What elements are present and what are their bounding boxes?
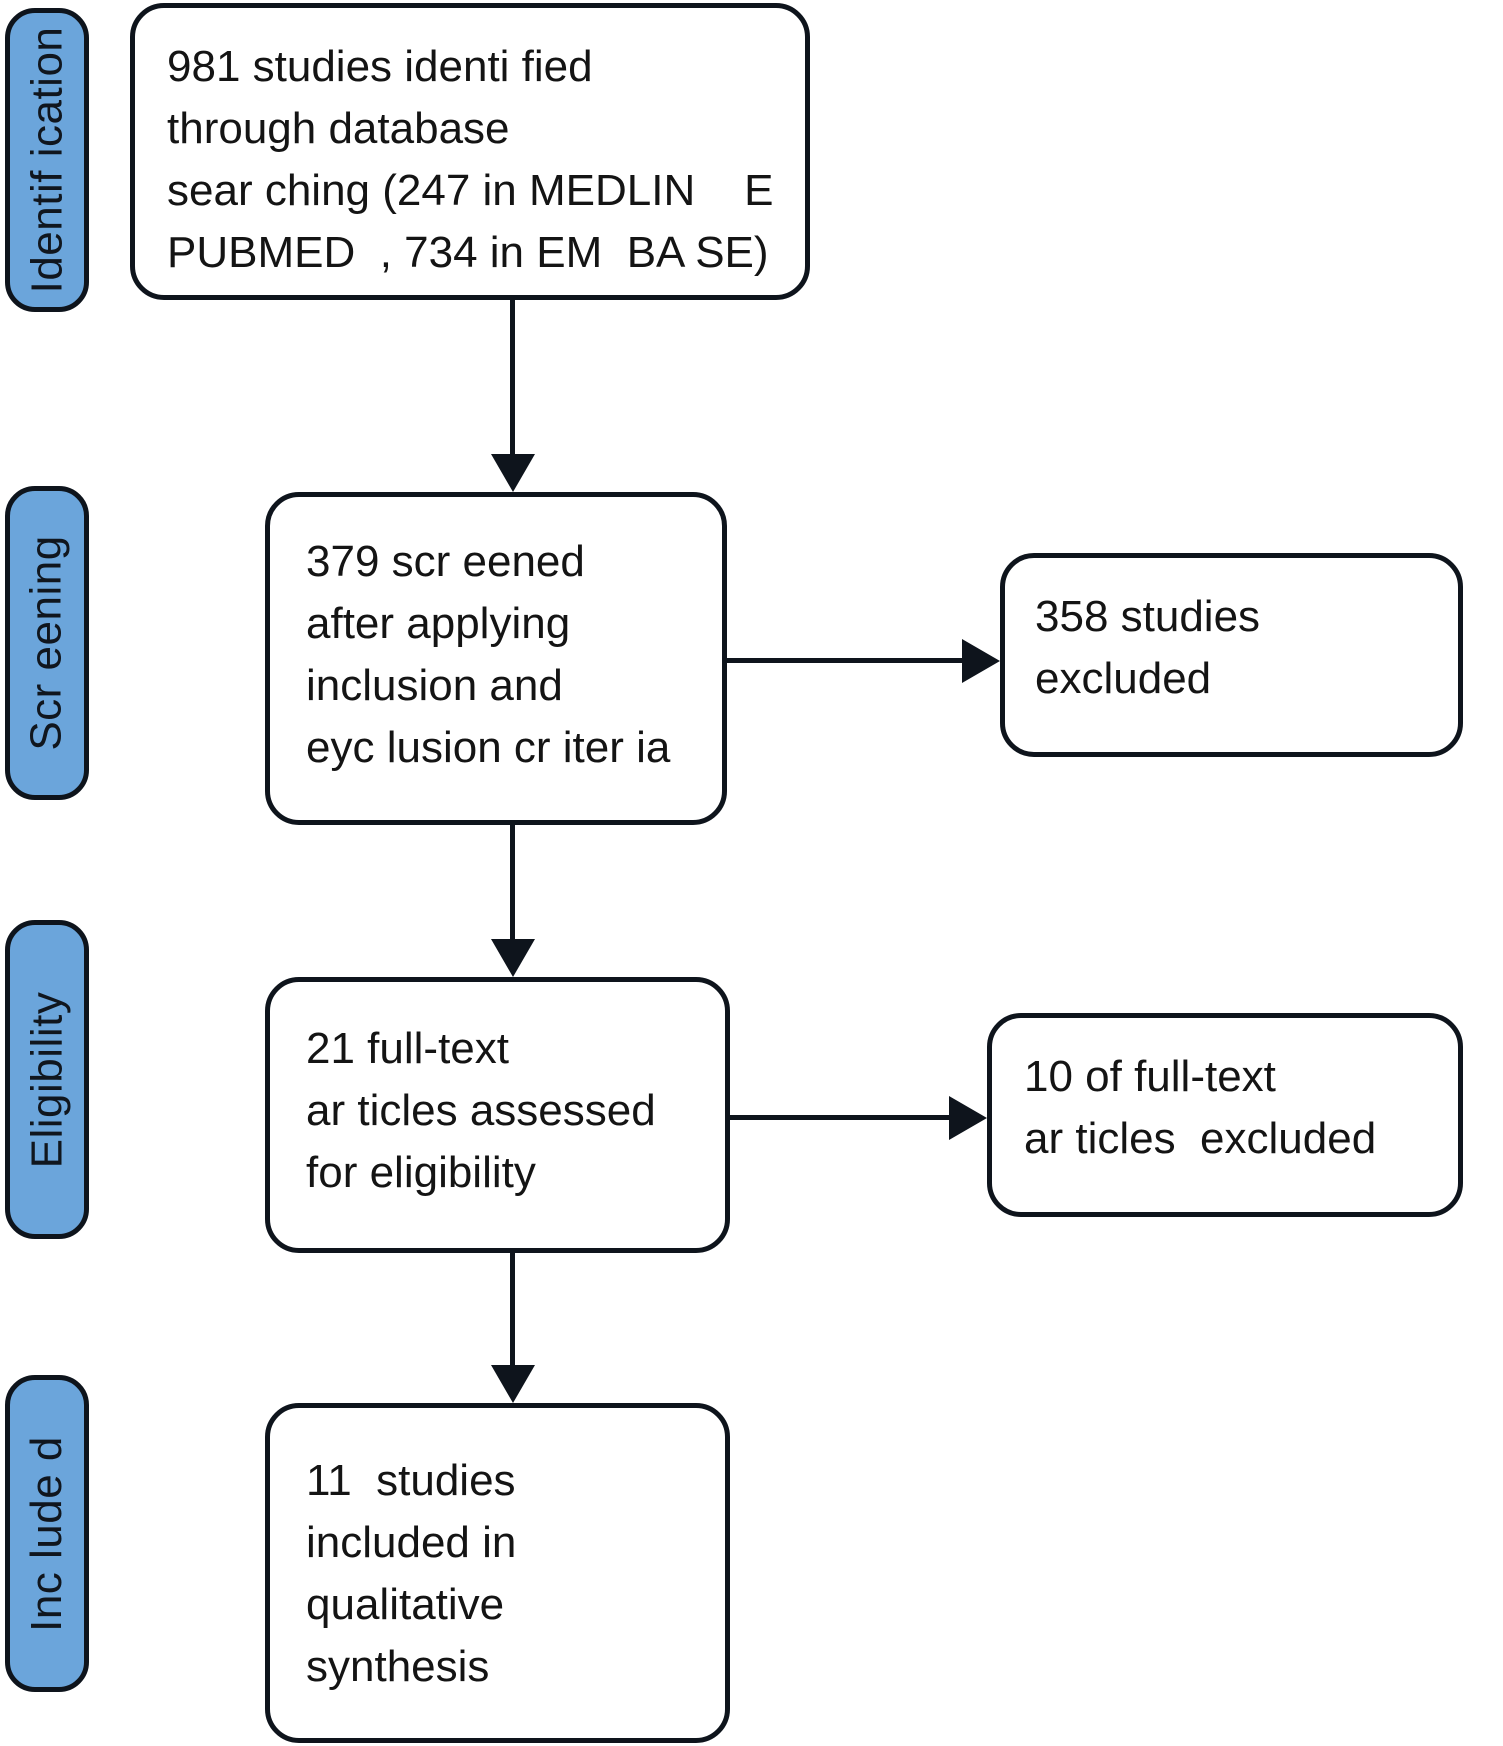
text-line: 358 studies [1035, 592, 1261, 641]
text-line: after applying [306, 599, 571, 648]
text-line: ar ticles excluded [1024, 1114, 1377, 1163]
text-line: 21 full-text [306, 1024, 509, 1073]
text-line: ar ticles assessed [306, 1086, 656, 1135]
identification-box: 981 studies identi fied through database s… [130, 3, 810, 300]
stage-identification-label: Identif ication [22, 26, 71, 294]
stage-eligibility-label: Eligibility [22, 991, 72, 1168]
arrow-screening-to-excluded [727, 658, 962, 663]
stage-included: Inc lude d [5, 1375, 89, 1692]
text-line: for eligibility [306, 1148, 536, 1197]
stage-screening: Scr eening [5, 486, 89, 800]
screening-excluded-box: 358 studies excluded [1000, 553, 1463, 757]
text-line: inclusion and [306, 661, 563, 710]
stage-identification: Identif ication [5, 8, 89, 312]
text-line: included in [306, 1518, 517, 1567]
arrow-screening-to-eligibility [510, 825, 515, 939]
arrow-eligibility-to-excluded [730, 1115, 949, 1120]
text-line: 11 studies [306, 1456, 516, 1505]
text-line: 981 studies identi fied [167, 42, 593, 91]
text-line: qualitative [306, 1580, 505, 1629]
included-box: 11 studies included in qualitative synthesi… [265, 1403, 730, 1743]
text-line: through database [167, 104, 510, 153]
eligibility-box: 21 full-text ar ticles assessed for eligib… [265, 977, 730, 1253]
stage-screening-label: Scr eening [22, 535, 72, 751]
stage-eligibility: Eligibility [5, 920, 89, 1239]
screening-box: 379 scr eened after applying inclusion and… [265, 492, 727, 825]
arrow-eligibility-to-included [510, 1253, 515, 1365]
text-line: synthesis [306, 1642, 490, 1691]
stage-included-label: Inc lude d [22, 1435, 71, 1632]
text-line: 379 scr eened [306, 537, 585, 586]
eligibility-excluded-box: 10 of full-text ar ticles excluded [987, 1013, 1463, 1217]
text-line: excluded [1035, 654, 1212, 703]
text-line: sear ching (247 in MEDLIN E [167, 166, 774, 215]
arrow-identification-to-screening [510, 300, 515, 454]
text-line: eyc lusion cr iter ia [306, 723, 671, 772]
text-line: 10 of full-text [1024, 1052, 1276, 1101]
text-line: PUBMED , 734 in EM BA SE) [167, 228, 769, 277]
